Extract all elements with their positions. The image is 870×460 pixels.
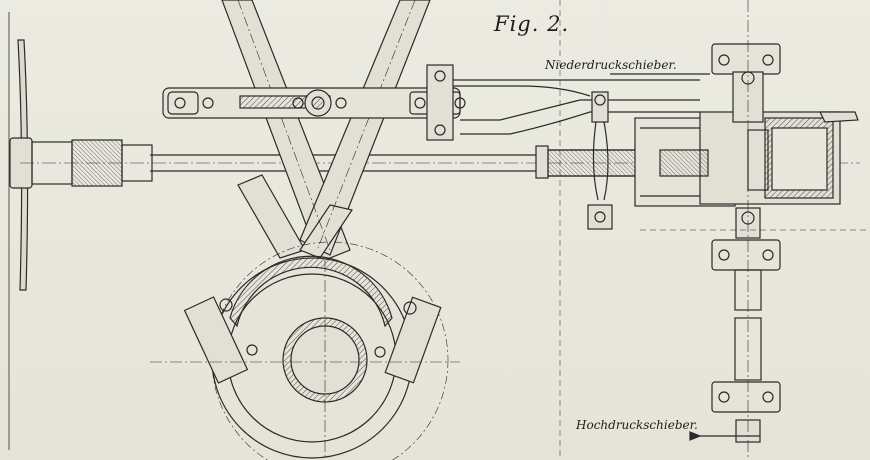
vertical-valve-rod bbox=[689, 0, 781, 460]
spindle-bracket bbox=[587, 91, 613, 230]
link-bar bbox=[162, 87, 461, 119]
high-pressure-valve-label: Hochdruckschieber. bbox=[576, 418, 698, 432]
page-fold bbox=[603, 0, 606, 460]
handwheel bbox=[8, 12, 153, 450]
eccentric-sheave bbox=[150, 241, 460, 460]
eccentric-rods bbox=[221, 0, 431, 263]
low-pressure-valve-rods bbox=[453, 73, 710, 135]
figure-title: Fig. 2. bbox=[494, 12, 570, 36]
low-pressure-valve-label: Niederdruckschieber. bbox=[545, 58, 677, 72]
bracket bbox=[414, 64, 466, 141]
servo-cylinder bbox=[634, 111, 859, 207]
construction-lines bbox=[559, 0, 870, 460]
